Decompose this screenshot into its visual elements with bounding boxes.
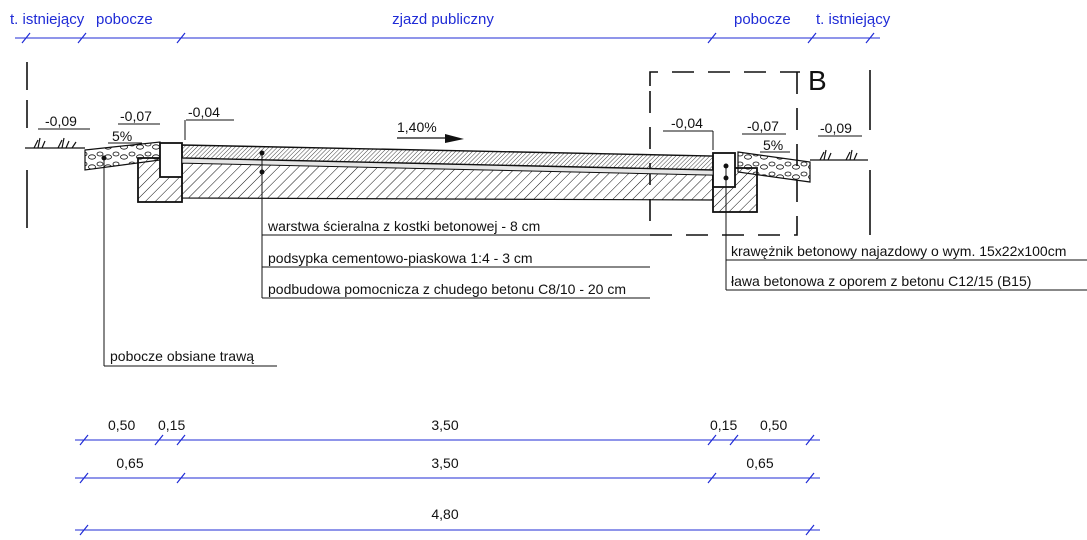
dim-row1-3: 0,15 <box>710 417 737 433</box>
dim-row3-0: 4,80 <box>431 506 458 522</box>
layer-leaders <box>259 150 650 299</box>
slope-left-shoulder: 5% <box>112 128 132 144</box>
dim-row2-0: 0,65 <box>116 455 143 471</box>
zone-label-left-existing: t. istniejący <box>10 11 85 28</box>
wearing-layer <box>181 144 714 171</box>
zone-label-center: zjazd publiczny <box>392 11 494 28</box>
dim-row1-1: 0,15 <box>158 417 185 433</box>
zone-label-right-shoulder: pobocze <box>734 11 791 28</box>
slope-right-shoulder: 5% <box>763 137 783 153</box>
bench-label: ława betonowa z oporem z betonu C12/15 (… <box>731 273 1031 289</box>
slope-road-arrow <box>397 134 464 143</box>
curb-label: krawężnik betonowy najazdowy o wym. 15x2… <box>731 243 1066 259</box>
dim-row1-0: 0,50 <box>108 417 135 433</box>
dimension-row-1 <box>75 434 820 446</box>
layer-label-subbase: podbudowa pomocnicza z chudego betonu C8… <box>268 281 626 297</box>
level-left-outer: -0,09 <box>45 113 77 129</box>
level-markers <box>38 119 862 150</box>
zone-label-right-existing: t. istniejący <box>816 11 891 28</box>
existing-terrain-right <box>810 149 868 161</box>
level-left-shoulder: -0,07 <box>120 108 152 124</box>
left-curb <box>159 142 183 178</box>
level-right-curb: -0,04 <box>671 115 703 131</box>
layer-label-bedding: podsypka cementowo-piaskowa 1:4 - 3 cm <box>268 250 533 266</box>
dimension-row-3 <box>75 524 820 536</box>
level-right-shoulder: -0,07 <box>747 118 779 134</box>
dim-row1-2: 3,50 <box>431 417 458 433</box>
slope-road: 1,40% <box>397 119 437 135</box>
detail-box-b <box>649 71 800 236</box>
dim-row2-1: 3,50 <box>431 455 458 471</box>
zone-label-left-shoulder: pobocze <box>96 11 153 28</box>
detail-mark-b: B <box>808 65 827 96</box>
shoulder-label: pobocze obsiane trawą <box>110 348 254 364</box>
shoulder-leader <box>101 155 277 367</box>
dim-row2-2: 0,65 <box>746 455 773 471</box>
level-right-outer: -0,09 <box>820 120 852 136</box>
section-boundary-lines <box>26 62 871 235</box>
dim-row1-4: 0,50 <box>760 417 787 433</box>
dimension-row-2 <box>75 472 820 484</box>
curb-leaders <box>723 163 1087 291</box>
top-zone-dimension-line <box>15 32 880 44</box>
existing-terrain-left <box>25 137 85 149</box>
right-curb <box>712 152 736 188</box>
level-left-curb: -0,04 <box>188 104 220 120</box>
layer-label-wearing: warstwa ścieralna z kostki betonowej - 8… <box>267 218 540 234</box>
